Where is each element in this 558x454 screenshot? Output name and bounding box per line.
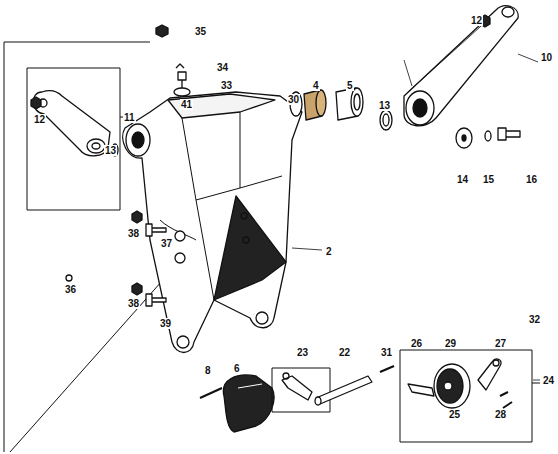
callout-number: 35 xyxy=(194,26,207,37)
callout-number: 6 xyxy=(233,363,241,374)
callout-number: 15 xyxy=(482,174,495,185)
callout-number: 13 xyxy=(378,100,391,111)
callout-number: 36 xyxy=(64,284,77,295)
callout-number: 37 xyxy=(160,238,173,249)
callout-number: 33 xyxy=(220,80,233,91)
callout-number: 13 xyxy=(104,145,117,156)
callout-number: 34 xyxy=(216,62,229,73)
callout-number: 10 xyxy=(540,52,553,63)
callout-number: 41 xyxy=(180,99,193,110)
callout-number: 31 xyxy=(380,347,393,358)
callout-number: 12 xyxy=(33,114,46,125)
callout-number: 23 xyxy=(296,347,309,358)
callout-number: 2 xyxy=(325,246,333,257)
callout-number: 5 xyxy=(346,80,354,91)
callout-number: 4 xyxy=(312,80,320,91)
callout-number: 27 xyxy=(494,338,507,349)
callout-number: 39 xyxy=(159,318,172,329)
callout-number: 38 xyxy=(127,228,140,239)
callout-number: 28 xyxy=(494,409,507,420)
callout-number: 38 xyxy=(127,298,140,309)
callout-number: 14 xyxy=(456,174,469,185)
callout-number: 29 xyxy=(444,338,457,349)
callout-number: 11 xyxy=(123,112,136,123)
callout-number: 32 xyxy=(528,314,541,325)
callout-number: 16 xyxy=(525,174,538,185)
callout-number: 22 xyxy=(338,347,351,358)
callout-number: 26 xyxy=(410,338,423,349)
callout-number: 24 xyxy=(542,375,555,386)
callout-number: 12 xyxy=(470,15,483,26)
callout-number: 8 xyxy=(204,365,212,376)
callout-number: 30 xyxy=(287,94,300,105)
callout-number: 25 xyxy=(448,409,461,420)
